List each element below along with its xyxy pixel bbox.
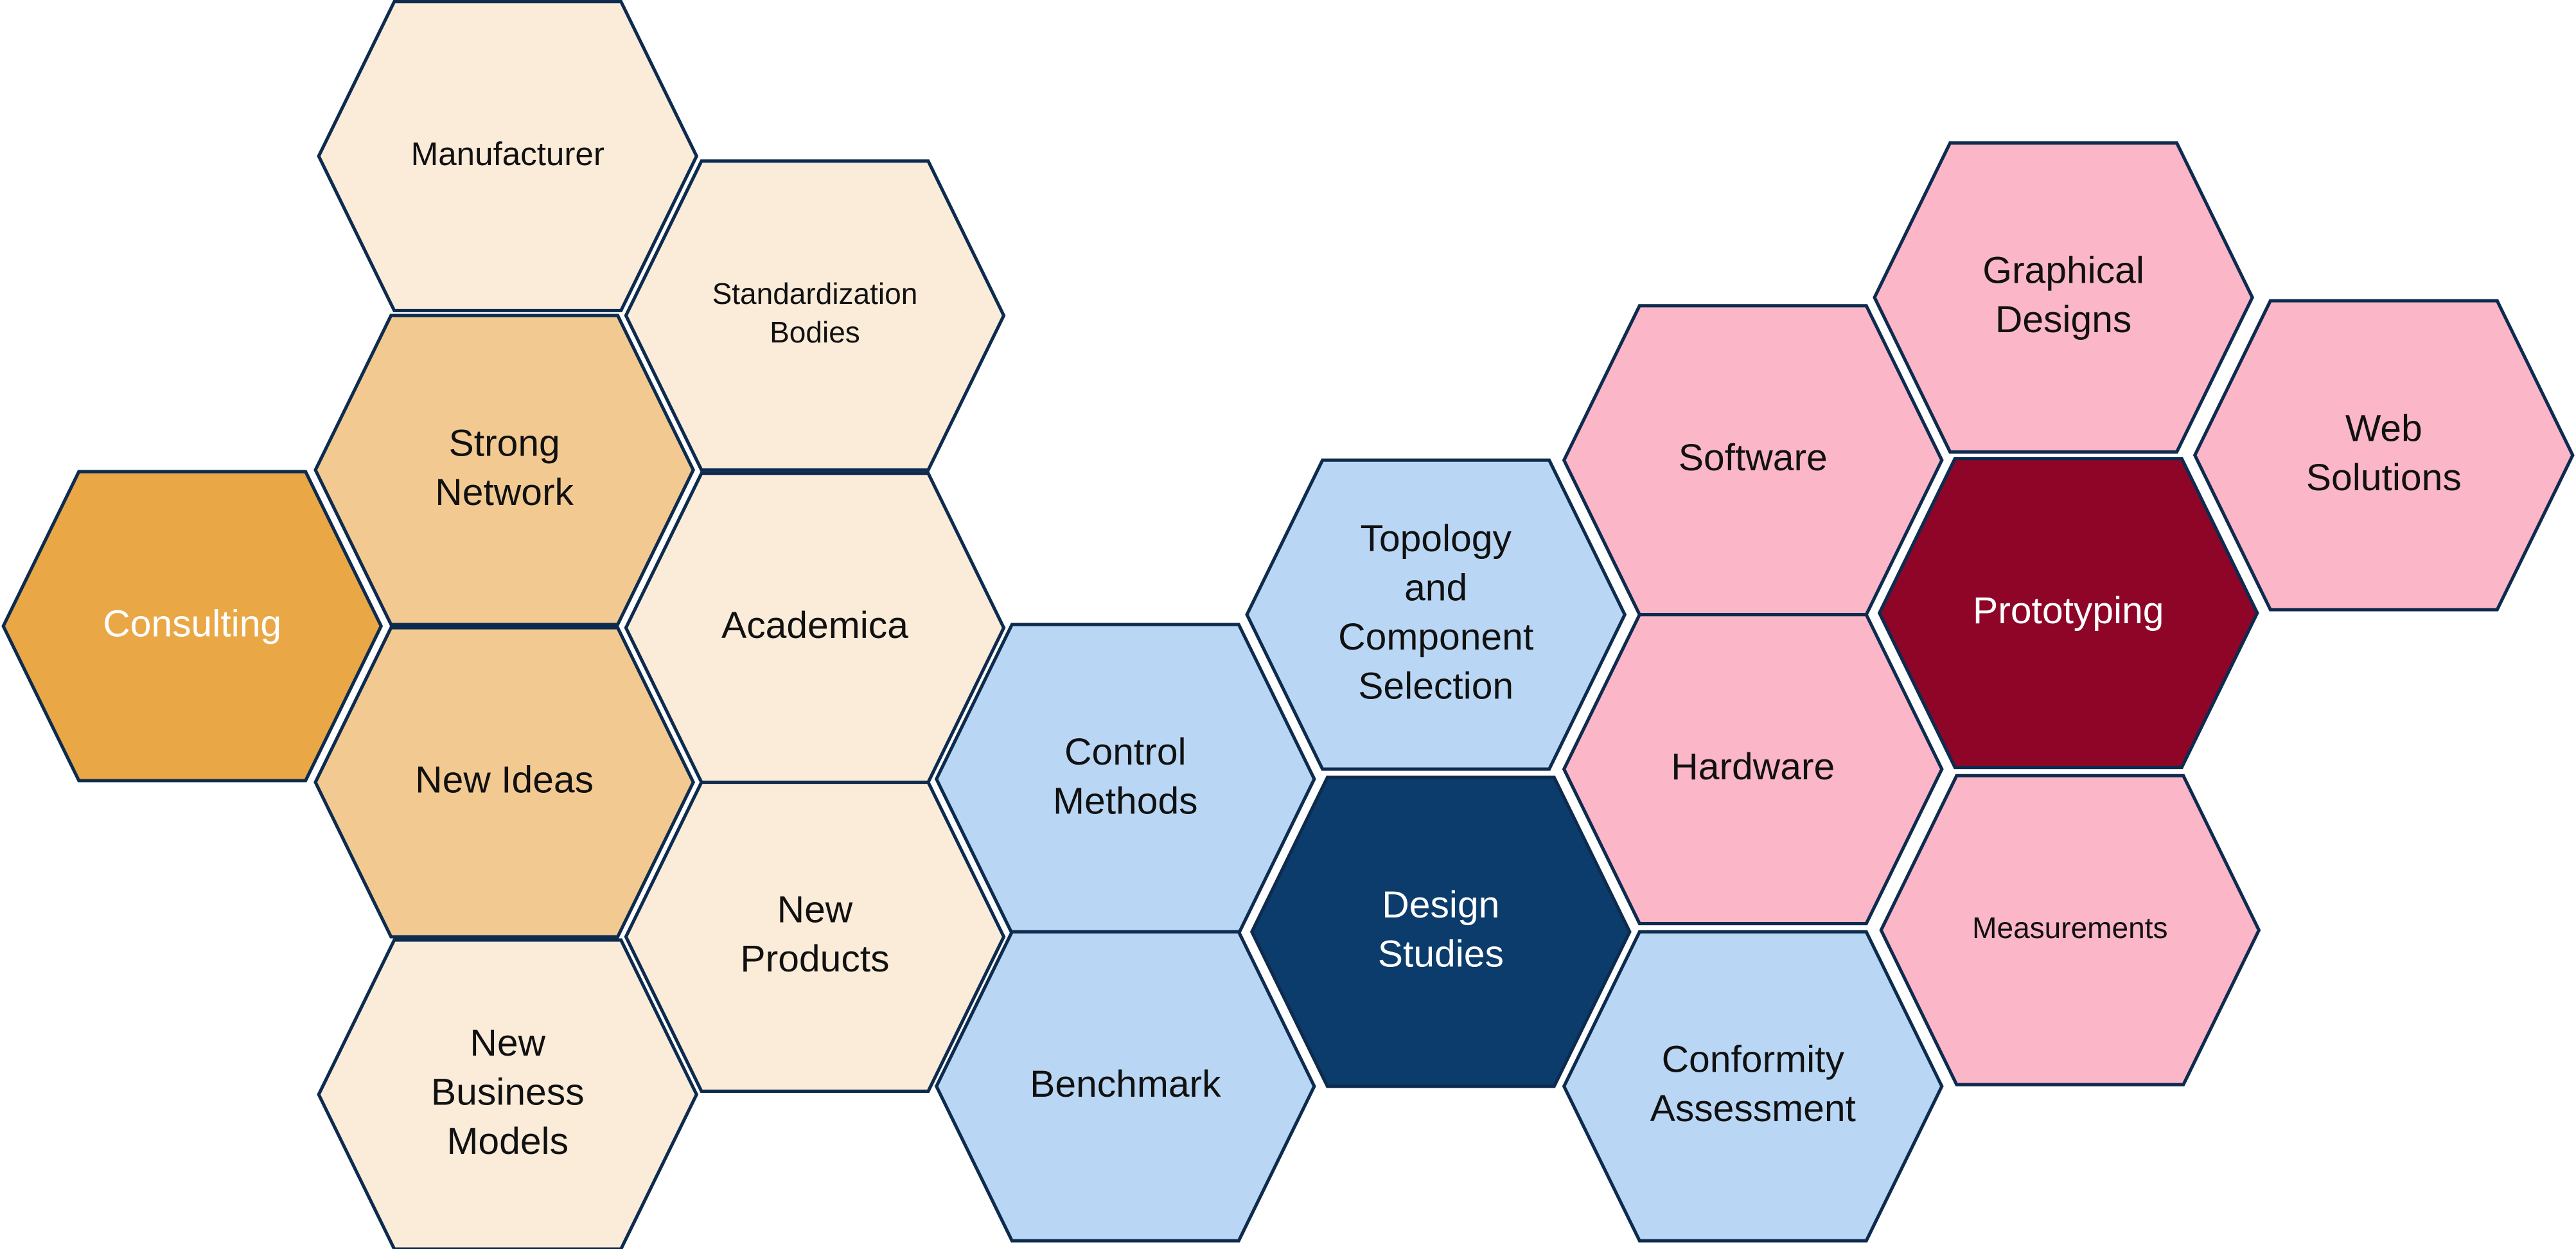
hexagon-label-line: Network <box>435 471 574 513</box>
hexagon-label-line: Web <box>2345 407 2422 449</box>
hexagon-hardware: Hardware <box>1562 613 1944 926</box>
hexagon-shape <box>934 623 1316 935</box>
hexagon-label: Manufacturer <box>411 136 604 172</box>
hexagon-label: Measurements <box>1972 911 2167 944</box>
hexagon-shape <box>1249 775 1632 1088</box>
hexagon-label-line: Manufacturer <box>411 136 604 172</box>
hexagon-label-line: Prototyping <box>1973 590 2164 632</box>
hexagon-label-line: Business <box>431 1071 585 1113</box>
hexagon-label-line: and <box>1404 567 1467 608</box>
hexagon-shape <box>1562 613 1944 926</box>
hexagon-shape <box>1879 774 2261 1086</box>
hexagon-label-line: New <box>777 889 853 930</box>
hexagon-shape <box>1245 458 1627 771</box>
hexagon-label-line: Topology <box>1360 517 1512 559</box>
hexagon-label-line: Conformity <box>1662 1038 1845 1080</box>
hexagon-shape <box>1873 141 2255 454</box>
hexagon-label: Consulting <box>103 603 281 644</box>
hexagon-label-line: Hardware <box>1671 746 1835 788</box>
hexagon-shape <box>934 930 1316 1243</box>
hexagon-label-line: Control <box>1064 731 1187 773</box>
hexagon-label: Academica <box>721 605 908 646</box>
hexagon-shape <box>1 470 384 783</box>
hexagon-prototyping: Prototyping <box>1877 457 2259 770</box>
hexagon-label: Benchmark <box>1030 1063 1221 1104</box>
hexagon-label-line: Methods <box>1053 780 1198 822</box>
hexagon-label-line: Academica <box>721 605 908 646</box>
hexagon-label-line: Benchmark <box>1030 1063 1221 1104</box>
hexagon-label-line: Consulting <box>103 603 281 644</box>
hexagon-software: Software <box>1562 304 1944 617</box>
hexagon-shape <box>313 626 696 939</box>
hexagon-label-line: Designs <box>1995 299 2131 341</box>
hexagon-shape <box>624 159 1006 472</box>
hexagon-manufacturer: Manufacturer <box>317 0 699 312</box>
hexagon-label: Hardware <box>1671 746 1835 788</box>
hexagon-consulting: Consulting <box>1 470 384 783</box>
hexagon-shape <box>1877 457 2259 770</box>
hexagon-label-line: Solutions <box>2306 456 2462 498</box>
hexagon-label-line: Models <box>446 1121 569 1162</box>
hexagon-academica: Academica <box>624 472 1006 784</box>
hexagon-label: Prototyping <box>1973 590 2164 632</box>
hexagon-shape <box>317 0 699 312</box>
hexagon-label-line: New <box>470 1022 545 1064</box>
hexagon-label-line: Design <box>1382 884 1499 926</box>
hexagon-label-line: Software <box>1679 437 1828 479</box>
hexagon-measurements: Measurements <box>1879 774 2261 1086</box>
hexagon-label: New Ideas <box>415 759 594 801</box>
hexagon-label-line: Component <box>1338 616 1533 657</box>
hexagon-label-line: Strong <box>448 422 560 464</box>
hexagon-shape <box>313 314 696 626</box>
hexagon-label-line: Selection <box>1358 665 1513 707</box>
hexagon-label-line: New Ideas <box>415 759 594 801</box>
hexagon-label: Software <box>1679 437 1828 479</box>
hexagon-benchmark: Benchmark <box>934 930 1316 1243</box>
hexagon-label-line: Measurements <box>1972 911 2167 944</box>
hexagon-label-line: Studies <box>1378 933 1504 975</box>
hexagon-shape <box>1562 930 1944 1243</box>
hexagon-label-line: Graphical <box>1982 249 2144 291</box>
hexagon-label-line: Assessment <box>1650 1088 1856 1129</box>
hexagon-shape <box>317 938 699 1249</box>
hexagon-shape <box>2192 299 2575 612</box>
hexagon-label-line: Standardization <box>712 277 918 310</box>
hexagon-shape <box>624 781 1006 1093</box>
hexagon-new-ideas: New Ideas <box>313 626 696 939</box>
hexagon-label-line: Products <box>740 938 889 980</box>
hexagon-label-line: Bodies <box>770 315 860 349</box>
